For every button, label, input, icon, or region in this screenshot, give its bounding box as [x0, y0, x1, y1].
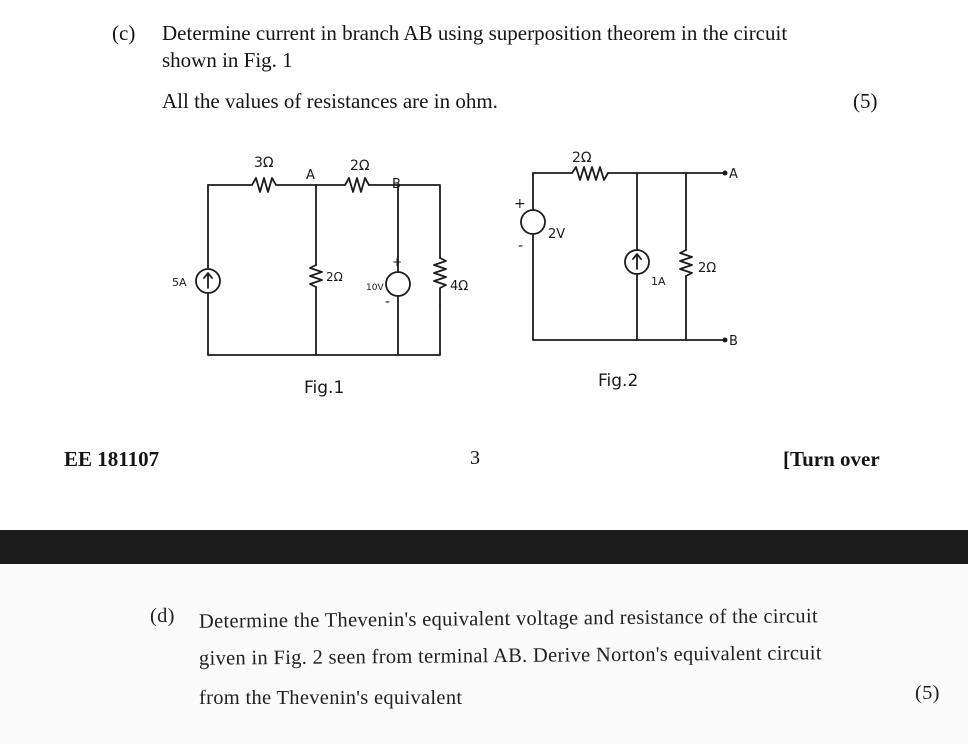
fig2-label-terminal-a: A [729, 167, 738, 182]
question-d-line3: from the Thevenin's equivalent [199, 687, 463, 709]
fig2-caption: Fig.2 [598, 371, 638, 391]
fig2-label-voltage-source: 2V [548, 227, 565, 242]
question-c-label: (c) [112, 21, 136, 45]
fig1-voltage-source [385, 271, 411, 297]
fig1-wire-top-right [368, 184, 441, 259]
fig1-current-source [195, 268, 221, 294]
fig1-label-r-mid: 2Ω [326, 270, 343, 284]
fig1-label-minus: - [385, 294, 390, 310]
fig1-caption: Fig.1 [304, 378, 344, 398]
question-d-marks: (5) [915, 682, 940, 704]
page-separator [0, 530, 968, 564]
fig2-resistor-2ohm-top [571, 166, 609, 181]
question-d-label: (d) [150, 605, 175, 627]
fig1-label-node-b: B [392, 177, 401, 192]
fig1-label-r-ab: 2Ω [350, 158, 370, 174]
question-c-marks: (5) [853, 89, 878, 113]
fig1-resistor-4ohm [433, 257, 447, 306]
question-c-line3: All the values of resistances are in ohm… [162, 89, 498, 113]
fig1-label-r1: 3Ω [254, 155, 274, 171]
question-c-line1: Determine current in branch AB using sup… [162, 21, 788, 45]
fig1-label-node-a: A [306, 168, 315, 183]
fig2-label-r-shunt: 2Ω [698, 261, 716, 276]
fig1-resistor-2ohm-mid [309, 264, 323, 288]
fig2-circuit-diagram: 2Ω 2V + - 1A 2Ω A B Fig.2 [514, 150, 738, 391]
fig2-terminal-a-dot [722, 170, 728, 176]
fig2-voltage-source [520, 209, 546, 235]
fig1-circuit-diagram: 3Ω A 2Ω B 5A 2Ω 10V + - 4Ω Fig.1 [172, 155, 468, 398]
fig2-label-minus: - [518, 238, 523, 254]
footer-page-number: 3 [470, 447, 480, 469]
fig1-resistor-ab [344, 177, 370, 193]
footer-turn-over: [Turn over [783, 447, 880, 471]
fig1-label-current-source: 5A [172, 276, 187, 289]
fig2-label-r-top: 2Ω [572, 150, 592, 166]
fig2-current-arrow [632, 253, 642, 270]
fig1-resistor-3ohm [251, 177, 277, 193]
fig1-wire-bottom [207, 293, 441, 356]
fig1-label-voltage-source: 10V [366, 283, 384, 293]
fig1-label-plus: + [392, 255, 402, 269]
fig2-label-terminal-b: B [729, 334, 738, 349]
question-c-line2: shown in Fig. 1 [162, 48, 293, 72]
fig2-label-current-source: 1A [651, 275, 666, 288]
fig1-label-r-right: 4Ω [450, 279, 468, 294]
fig2-terminal-b-dot [722, 337, 728, 343]
fig1-current-arrow [203, 272, 213, 289]
fig2-wire-bottom [532, 233, 726, 341]
next-page-region [0, 564, 968, 744]
fig2-resistor-2ohm-shunt [679, 249, 693, 277]
footer-code: EE 181107 [64, 447, 160, 471]
fig2-label-plus: + [514, 196, 526, 212]
